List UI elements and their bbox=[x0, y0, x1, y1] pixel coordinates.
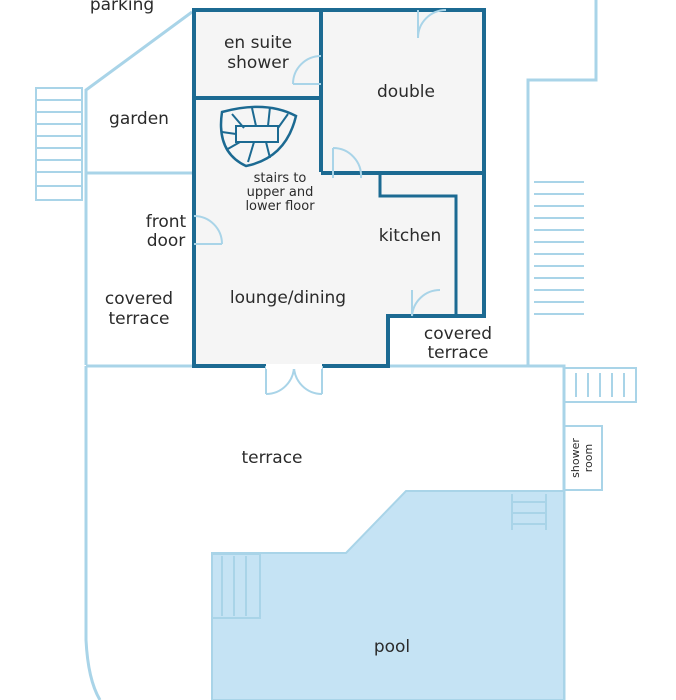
label-ensuite-1: en suite bbox=[224, 33, 292, 53]
label-front-2: door bbox=[147, 231, 186, 251]
wall-kitchen bbox=[378, 174, 458, 316]
shower-steps bbox=[563, 367, 637, 403]
label-lounge: lounge/dining bbox=[230, 288, 346, 308]
door-kitchen bbox=[411, 288, 441, 317]
label-terrace: terrace bbox=[241, 448, 302, 468]
door-terrace-gap bbox=[266, 364, 322, 369]
door-double-top bbox=[417, 9, 447, 39]
label-front-1: front bbox=[146, 212, 187, 232]
label-covered-left-2: terrace bbox=[108, 309, 169, 329]
label-stairs-1: stairs to bbox=[254, 171, 307, 186]
svg-text:shower: shower bbox=[569, 438, 582, 478]
door-ensuite bbox=[292, 55, 322, 85]
right-wing-outline bbox=[526, 0, 598, 366]
shower-room bbox=[563, 425, 603, 491]
label-covered-right-1: covered bbox=[424, 324, 492, 344]
label-covered-right-2: terrace bbox=[427, 343, 488, 363]
label-double: double bbox=[377, 82, 435, 102]
label-garden: garden bbox=[109, 109, 169, 129]
label-ensuite-2: shower bbox=[227, 53, 288, 73]
label-kitchen: kitchen bbox=[379, 226, 442, 246]
door-front bbox=[193, 215, 223, 245]
exterior-walls bbox=[192, 8, 486, 368]
pool bbox=[211, 490, 565, 700]
label-stairs-2: upper and bbox=[247, 185, 314, 200]
door-terrace bbox=[265, 365, 323, 395]
door-double bbox=[332, 146, 363, 179]
label-pool: pool bbox=[374, 637, 410, 657]
label-shower-room: shower room bbox=[569, 438, 595, 478]
spiral-stairs bbox=[219, 105, 298, 168]
garden-outline bbox=[84, 10, 193, 365]
label-parking: parking bbox=[90, 0, 154, 15]
left-steps bbox=[35, 87, 83, 201]
pool-steps-left bbox=[211, 553, 261, 619]
right-steps bbox=[534, 181, 584, 315]
label-stairs-3: lower floor bbox=[245, 199, 315, 214]
label-covered-left-1: covered bbox=[105, 289, 173, 309]
svg-text:room: room bbox=[582, 444, 595, 472]
terrace-left-edge bbox=[84, 366, 102, 700]
pool-ladder bbox=[511, 494, 547, 530]
terrace-outline bbox=[86, 364, 566, 490]
